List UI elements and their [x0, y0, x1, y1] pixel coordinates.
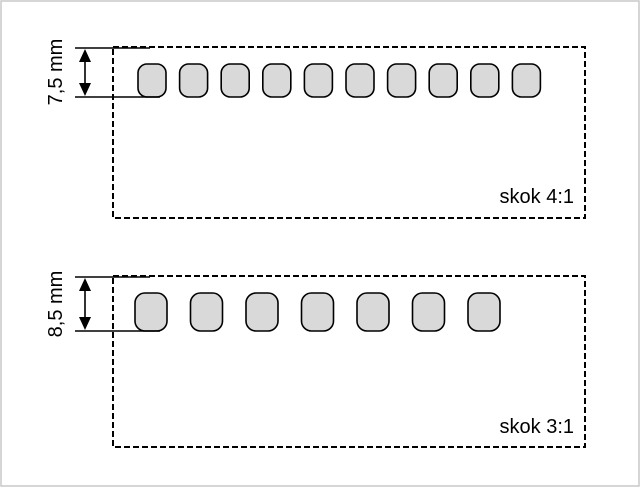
panel-1-hole: [511, 63, 542, 98]
panel-2-hole: [134, 292, 168, 332]
panel-2: 8,5 mm skok 3:1: [45, 271, 586, 448]
panel-1-pitch-label: skok 4:1: [500, 186, 574, 208]
panel-1-dashed-border: [112, 46, 586, 219]
panel-2-pitch-label: skok 3:1: [500, 416, 574, 438]
panel-1-hole: [386, 63, 417, 98]
panel-1-arrow-down-icon: [79, 83, 91, 96]
panel-2-arrow-up-icon: [79, 278, 91, 291]
panel-2-hole: [356, 292, 390, 332]
panel-1-hole: [137, 63, 167, 98]
panel-1-holes: [137, 63, 542, 98]
panel-2-holes: [134, 292, 501, 332]
panel-1-hole: [345, 63, 375, 98]
panel-1-hole: [178, 63, 209, 98]
panel-2-hole: [189, 292, 224, 332]
panel-1-arrow-up-icon: [79, 49, 91, 62]
panel-1-hole: [261, 63, 292, 98]
panel-2-hole: [467, 292, 501, 332]
panel-2-arrow-down-icon: [79, 317, 91, 330]
panel-2-dimension-label: 8,5 mm: [45, 271, 67, 338]
panel-1-dimension-label: 7,5 mm: [45, 39, 67, 106]
panel-2-hole: [411, 292, 446, 332]
panel-1-hole: [469, 63, 500, 98]
panel-2-hole: [300, 292, 335, 332]
panel-1-hole: [428, 63, 459, 98]
panel-1-hole: [220, 63, 250, 98]
panel-1-hole: [303, 63, 334, 98]
panel-2-dashed-border: [112, 275, 586, 448]
panel-2-hole: [245, 292, 279, 332]
panel-1: 7,5 mm skok 4:1: [45, 39, 586, 219]
